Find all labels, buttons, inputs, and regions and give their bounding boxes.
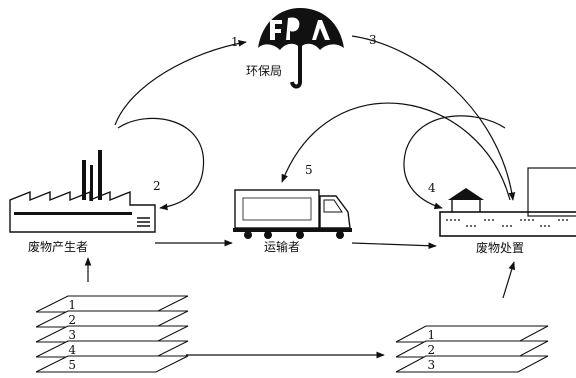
manifest-sheet xyxy=(35,295,189,313)
producer-label: 废物产生者 xyxy=(28,239,88,254)
disposal-label: 废物处置 xyxy=(476,240,524,255)
manifest-form-stack-right: 123 xyxy=(395,325,549,373)
disposal-facility-icon xyxy=(439,167,576,237)
manifest-copy-number: 3 xyxy=(428,358,436,372)
truck-icon xyxy=(233,189,352,239)
epa-umbrella-logo xyxy=(258,8,344,89)
manifest-copy-number: 1 xyxy=(68,298,76,312)
flow-number-3: 3 xyxy=(369,33,377,47)
manifest-sheet xyxy=(395,355,549,373)
agency-label: 环保局 xyxy=(246,64,282,78)
manifest-copy-number: 5 xyxy=(68,358,76,372)
flow-number-1: 1 xyxy=(231,35,239,49)
manifest-sheet xyxy=(35,355,189,373)
flow-number-4: 4 xyxy=(428,181,436,195)
manifest-copy-number: 2 xyxy=(428,343,436,357)
manifest-copy-number: 3 xyxy=(68,328,76,342)
flow-arrow-1 xyxy=(114,40,247,126)
flow-transporter-to-disposal xyxy=(351,242,437,250)
manifest-sheet xyxy=(395,340,549,358)
manifest-copy-number: 1 xyxy=(428,328,436,342)
manifest-sheet xyxy=(395,325,549,343)
manifest-copy-number: 4 xyxy=(68,343,76,357)
factory-icon xyxy=(9,150,156,233)
flow-arrow-2 xyxy=(117,117,205,211)
flow-number-2: 2 xyxy=(153,179,161,193)
transporter-label: 运输者 xyxy=(264,239,300,254)
manifest-sheet xyxy=(35,325,189,343)
flow-forms-to-disposal-facility xyxy=(502,261,516,299)
flow-number-5: 5 xyxy=(305,163,313,177)
manifest-sheet xyxy=(35,340,189,358)
manifest-sheet xyxy=(35,310,189,328)
flow-arrow-4 xyxy=(403,115,506,210)
flow-arrow-3 xyxy=(351,35,516,201)
flow-arrow-5 xyxy=(281,102,511,201)
manifest-copy-number: 2 xyxy=(68,313,76,327)
